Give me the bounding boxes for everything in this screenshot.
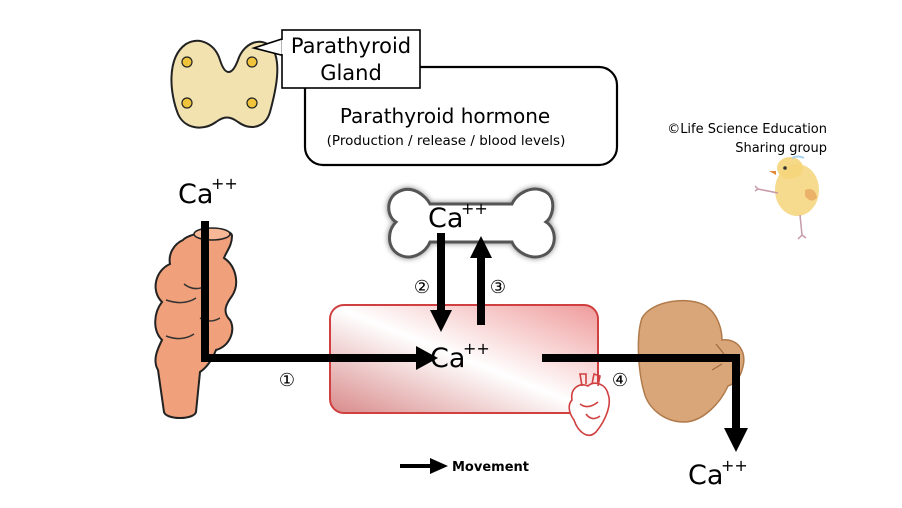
calcium-intake-label: Ca ++ [178, 174, 238, 210]
gland-dot [181, 56, 193, 68]
ca-charge: ++ [461, 199, 488, 218]
ca-symbol: Ca [428, 203, 463, 234]
arrow-bone-to-blood-head [430, 310, 452, 332]
legend-label: Movement [452, 460, 529, 475]
heart-icon [568, 372, 611, 436]
calcium-excretion-label: Ca ++ [688, 456, 748, 491]
calcium-bone-label: Ca ++ [428, 199, 488, 234]
legend-arrow-head-icon [430, 458, 448, 474]
intestine-icon [154, 227, 238, 419]
hormone-subtitle: (Production / release / blood levels) [327, 133, 566, 149]
bone-icon [387, 187, 556, 259]
hormone-box [303, 65, 619, 167]
arrow-absorption [201, 221, 418, 362]
ca-symbol: Ca [688, 460, 723, 491]
ca-charge: ++ [211, 174, 238, 193]
step-3-label: ③ [490, 277, 506, 298]
credit-line1: ©Life Science Education [667, 122, 827, 137]
chick-mascot-icon [754, 155, 819, 240]
gland-callout: Parathyroid Gland [251, 29, 421, 89]
gland-dot [246, 97, 258, 109]
gland-dot [246, 56, 258, 68]
gland-label-line2: Gland [320, 61, 382, 85]
movement-arrows [201, 221, 748, 452]
arrow-absorption-head [416, 346, 438, 370]
arrow-excretion-head [724, 428, 748, 452]
parathyroid-gland-icon [170, 39, 279, 129]
legend: Movement [400, 458, 529, 475]
credit-line2: Sharing group [735, 141, 827, 156]
hormone-title: Parathyroid hormone [340, 104, 550, 128]
step-2-label: ② [414, 277, 430, 298]
arrow-blood-to-bone-head [470, 236, 492, 258]
gland-label-line1: Parathyroid [291, 34, 411, 58]
arrow-excretion [542, 354, 740, 430]
step-4-label: ④ [612, 370, 628, 391]
ca-symbol: Ca [178, 179, 213, 210]
ca-charge: ++ [721, 456, 748, 475]
ca-charge: ++ [463, 339, 490, 358]
gland-dot [181, 97, 193, 109]
step-1-label: ① [279, 370, 295, 391]
